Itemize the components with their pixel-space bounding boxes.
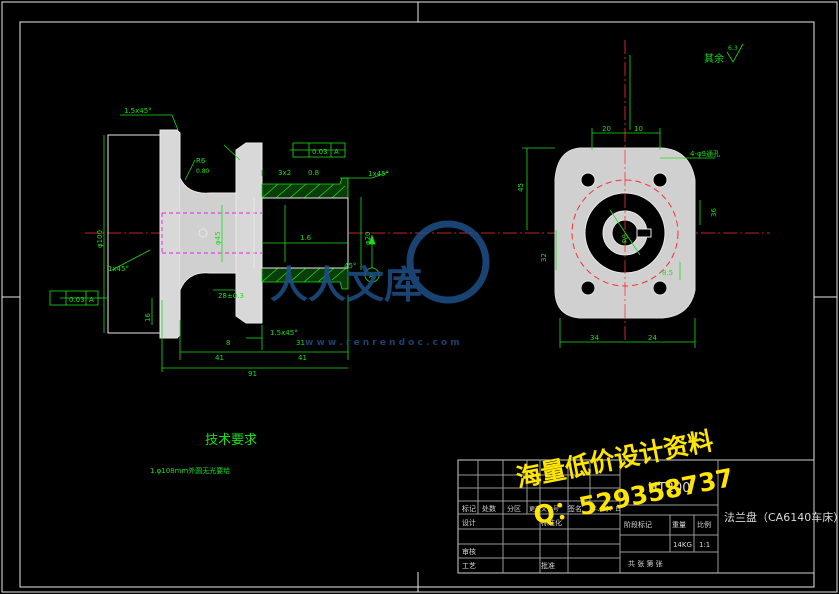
tb-approve: 批准 (541, 561, 555, 570)
dia-45-label: φ45 (214, 231, 222, 245)
side-dim-34: 34 (590, 334, 599, 342)
tolerance-datum-left: A (89, 296, 94, 304)
dim-8-label: 8 (226, 339, 230, 347)
tb-change-doc: 更改文件号 (529, 505, 559, 513)
tolerance-datum-top: A (334, 148, 339, 156)
tb-weight-label: 重量 (672, 521, 686, 529)
tb-scale-label: 比例 (697, 520, 711, 529)
roughness-16-label: 1.6 (300, 234, 312, 242)
side-dim-45: 45 (517, 183, 525, 192)
size-28-label: 28±0.3 (218, 292, 244, 300)
chamfer-right-label: 1x45° (368, 170, 389, 178)
chamfer-bottom-label: 1.5x45° (270, 329, 298, 337)
svg-text:其余: 其余 (704, 52, 724, 65)
tb-process: 工艺 (462, 562, 476, 570)
side-dim-32: 32 (540, 253, 548, 262)
side-view: 20 10 45 4-φ9通孔 φ8 32 8.5 34 24 36 (517, 40, 720, 348)
tb-sheets: 共 张 第 张 (628, 559, 663, 568)
dia-20-label: φ20 (364, 231, 372, 245)
sheet-inner-border (19, 21, 815, 588)
watermark-brand: 人人文库 (270, 263, 422, 307)
side-dim-36: 36 (710, 208, 718, 217)
watermark: 人人文库 w w w . r e n r e n d o c . c o m (270, 220, 490, 348)
dim-31-label: 31 (296, 339, 305, 347)
dim-41b-label: 41 (298, 354, 307, 362)
size-08-label: 0.8 (308, 169, 319, 177)
size-3x2-label: 3x2 (278, 169, 291, 177)
watermark-url: w w w . r e n r e n d o c . c o m (305, 338, 460, 348)
svg-text:6.3: 6.3 (728, 45, 738, 52)
tb-date: 年、月、日 (591, 505, 621, 513)
tb-scale-value: 1:1 (699, 541, 710, 549)
tb-review: 审核 (462, 547, 476, 556)
tb-sign: 签名 (568, 504, 582, 513)
side-dim-20: 20 (602, 125, 611, 133)
promo-overlay: 海量低价设计资料 Q：529358737 (514, 426, 736, 530)
tb-weight-value: 14KG (673, 541, 692, 549)
dim-91-label: 91 (248, 370, 257, 378)
datum-a-label: A (369, 272, 374, 280)
chamfer-top-label: 1.5x45° (124, 107, 152, 115)
side-holes-label: 4-φ9通孔 (690, 149, 720, 158)
tb-standard: 标准化 (541, 518, 562, 527)
tolerance-value-left: 0.03 (69, 296, 85, 304)
dia-100-label: φ100 (96, 230, 104, 248)
side-dim-10: 10 (634, 125, 643, 133)
dim-41a-label: 41 (215, 354, 224, 362)
angle-45-label: 45° (344, 262, 356, 270)
tolerance-value-top: 0.03 (312, 148, 328, 156)
tb-mark: 标记 (462, 504, 476, 513)
tb-design: 设计 (462, 518, 476, 527)
title-block: 标记 处数 分区 更改文件号 签名 年、月、日 设计 标准化 审核 工艺 批准 … (457, 459, 839, 574)
side-dim-24: 24 (648, 334, 657, 342)
chamfer-left-label: 1x45° (108, 265, 129, 273)
tb-count: 处数 (482, 504, 496, 513)
tb-part-name: 法兰盘（CA6140车床） (724, 510, 839, 524)
front-view: 1.5x45° 1x45° 1x45° 1.5x45° R6 0.80 3x2 … (49, 107, 389, 378)
tb-material: HT200 (648, 481, 691, 496)
tb-stage: 阶段标记 (624, 520, 652, 529)
tech-req-title: 技术要求 (205, 433, 257, 448)
side-dim-85: 8.5 (662, 269, 673, 277)
surface-rest-symbol: 其余 6.3 (704, 43, 744, 65)
roughness-top-label: 0.80 (196, 168, 210, 175)
tech-req-note: 1.φ108mm外圆无光要给 (150, 466, 230, 475)
tb-zone: 分区 (507, 504, 521, 513)
radius-label: R6 (196, 157, 206, 165)
dim-16-label: 16 (144, 313, 152, 322)
side-dim-phi8: φ8 (619, 233, 630, 244)
